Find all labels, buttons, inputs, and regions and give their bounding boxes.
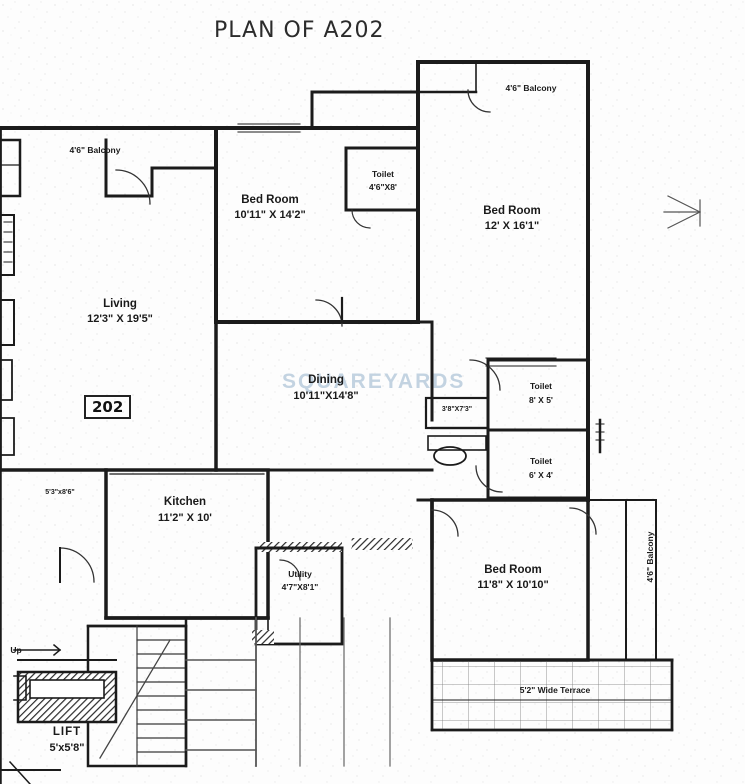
label-terrace: 5'2" Wide Terrace — [519, 685, 591, 695]
room-label-toilet-3: Toilet — [529, 456, 553, 466]
room-label-toilet-1: Toilet — [371, 169, 395, 179]
room-dim-toilet-1: 4'6"X8' — [369, 182, 397, 192]
page-title: PLAN OF A202 — [214, 18, 385, 43]
label-left-small-room: 5'3"x8'6" — [45, 489, 75, 496]
room-dim-utility: 4'7"X8'1" — [281, 582, 319, 592]
room-dim-living: 12'3" X 19'5" — [87, 313, 153, 325]
room-label-utility: Utility — [288, 569, 312, 579]
label-balcony-top-left: 4'6" Balcony — [69, 145, 121, 155]
room-dim-bedroom-1: 10'11" X 14'2" — [234, 209, 306, 221]
unit-number-badge: 202 — [84, 395, 132, 419]
room-label-dining: Dining — [308, 374, 344, 386]
room-label-kitchen: Kitchen — [163, 496, 207, 508]
room-dim-kitchen: 11'2" X 10' — [158, 512, 212, 524]
room-label-toilet-2: Toilet — [529, 381, 553, 391]
watermark: SQUAREYARDS — [282, 370, 466, 393]
room-label-lift: LIFT — [52, 726, 82, 738]
room-dim-bedroom-2: 12' X 16'1" — [484, 220, 540, 232]
label-balcony-top-right: 4'6" Balcony — [505, 83, 557, 93]
label-balcony-right: 4'6" Balcony — [645, 531, 655, 583]
room-dim-toilet-3: 6' X 4' — [529, 470, 553, 480]
room-label-bedroom-1: Bed Room — [241, 194, 299, 206]
room-label-bedroom-3: Bed Room — [484, 564, 542, 576]
room-dim-lift: 5'x5'8" — [49, 742, 85, 754]
label-dining-nook: 3'8"X7'3" — [441, 406, 473, 413]
room-label-bedroom-2: Bed Room — [483, 205, 541, 217]
label-stair-up: Up — [10, 645, 22, 655]
room-label-living: Living — [103, 298, 137, 310]
room-dim-dining: 10'11"X14'8" — [293, 390, 359, 402]
room-dim-bedroom-3: 11'8" X 10'10" — [477, 579, 549, 591]
room-dim-toilet-2: 8' X 5' — [529, 395, 553, 405]
